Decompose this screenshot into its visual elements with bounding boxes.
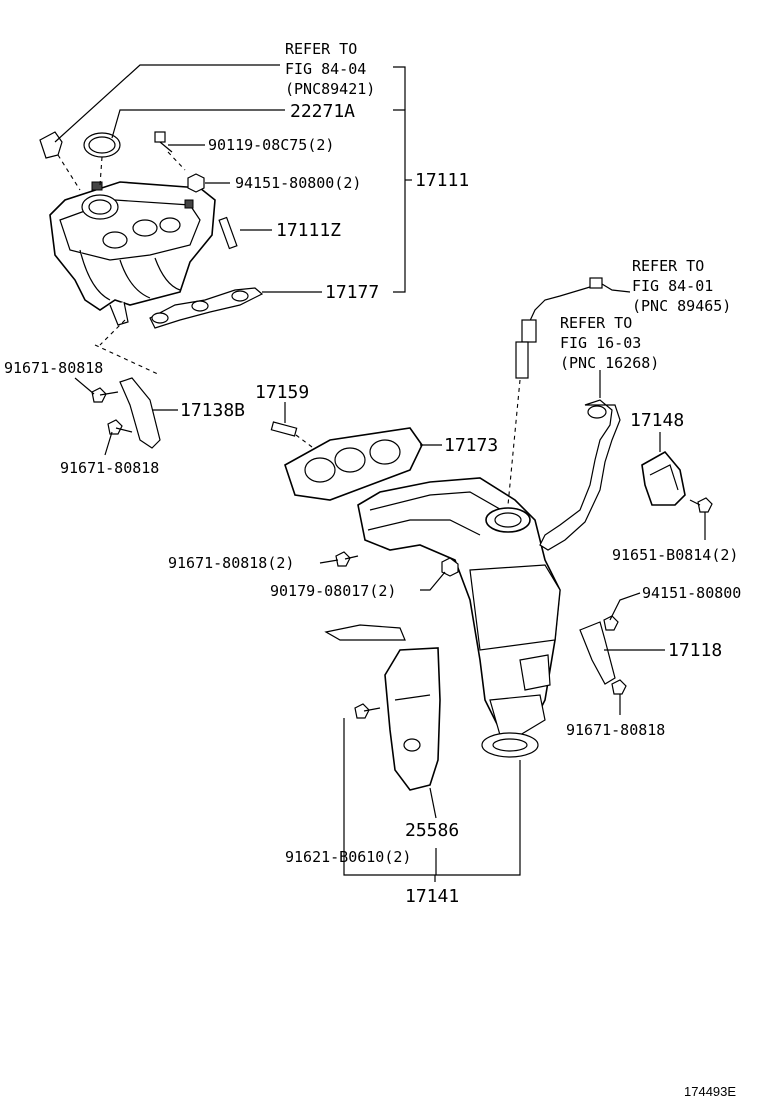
drawing-number: 174493E xyxy=(684,1084,736,1099)
label-17118: 17118 xyxy=(668,640,722,661)
refer-84-01-line2: FIG 84-01 xyxy=(632,277,713,295)
label-22271a: 22271A xyxy=(290,101,355,122)
bolt-91671-lower-part xyxy=(107,419,133,435)
label-17111z: 17111Z xyxy=(276,220,341,241)
label-17148: 17148 xyxy=(630,410,684,431)
bracket-17138b-part xyxy=(94,319,161,449)
label-17141: 17141 xyxy=(405,886,459,907)
refer-16-03-line1: REFER TO xyxy=(560,314,632,332)
label-94151: 94151-80800 xyxy=(642,584,741,602)
exhaust-manifold-converter xyxy=(357,477,561,758)
label-25586: 25586 xyxy=(405,820,459,841)
bolt-90119-part xyxy=(154,131,186,171)
gasket-17177-part xyxy=(149,287,264,329)
stud-17159-part xyxy=(270,421,317,451)
label-17138b: 17138B xyxy=(180,400,245,421)
label-17173: 17173 xyxy=(444,435,498,456)
part-labels: REFER TO FIG 84-04 (PNC89421) 22271A 901… xyxy=(4,40,741,1099)
bolt-90179-part xyxy=(441,557,459,577)
label-90179: 90179-08017(2) xyxy=(270,582,396,600)
bracket-17118-part xyxy=(579,615,627,695)
refer-84-04-line3: (PNC89421) xyxy=(285,80,375,98)
refer-84-01-line3: (PNC 89465) xyxy=(632,297,731,315)
stud-17111z-part xyxy=(218,216,238,250)
bolt-91621-part xyxy=(354,703,381,719)
pipe-assembly-part xyxy=(539,399,621,551)
label-91671-upper: 91671-80818 xyxy=(4,359,103,377)
label-91671-lower: 91671-80818 xyxy=(60,459,159,477)
label-94151-pair: 94151-80800(2) xyxy=(235,174,361,192)
refer-84-04-line1: REFER TO xyxy=(285,40,357,58)
bolt-91671-upper-part xyxy=(91,387,119,403)
label-90119: 90119-08C75(2) xyxy=(208,136,334,154)
label-91621: 91621-B0610(2) xyxy=(285,848,411,866)
label-17177: 17177 xyxy=(325,282,379,303)
label-17111: 17111 xyxy=(415,170,469,191)
label-91671-right: 91671-80818 xyxy=(566,721,665,739)
refer-16-03-line3: (PNC 16268) xyxy=(560,354,659,372)
label-17159: 17159 xyxy=(255,382,309,403)
heat-insulator-17148-part xyxy=(641,450,686,506)
leader-lines xyxy=(54,64,706,882)
refer-84-01-line1: REFER TO xyxy=(632,257,704,275)
bolt-91651-part xyxy=(689,497,713,513)
intake-manifold xyxy=(49,181,216,326)
bolt-91671-pair-part xyxy=(335,551,359,567)
gasket-17173-part xyxy=(284,427,423,501)
nut-94151-part xyxy=(187,173,205,193)
label-91671-pair: 91671-80818(2) xyxy=(168,554,294,572)
refer-84-04-line2: FIG 84-04 xyxy=(285,60,366,78)
heat-insulator-25586-part xyxy=(324,624,441,791)
label-91651: 91651-B0814(2) xyxy=(612,546,738,564)
refer-16-03-line2: FIG 16-03 xyxy=(560,334,641,352)
gasket-ring-part xyxy=(83,132,121,186)
sensor-connector-part xyxy=(39,131,81,191)
oxygen-sensor-part xyxy=(507,277,603,506)
